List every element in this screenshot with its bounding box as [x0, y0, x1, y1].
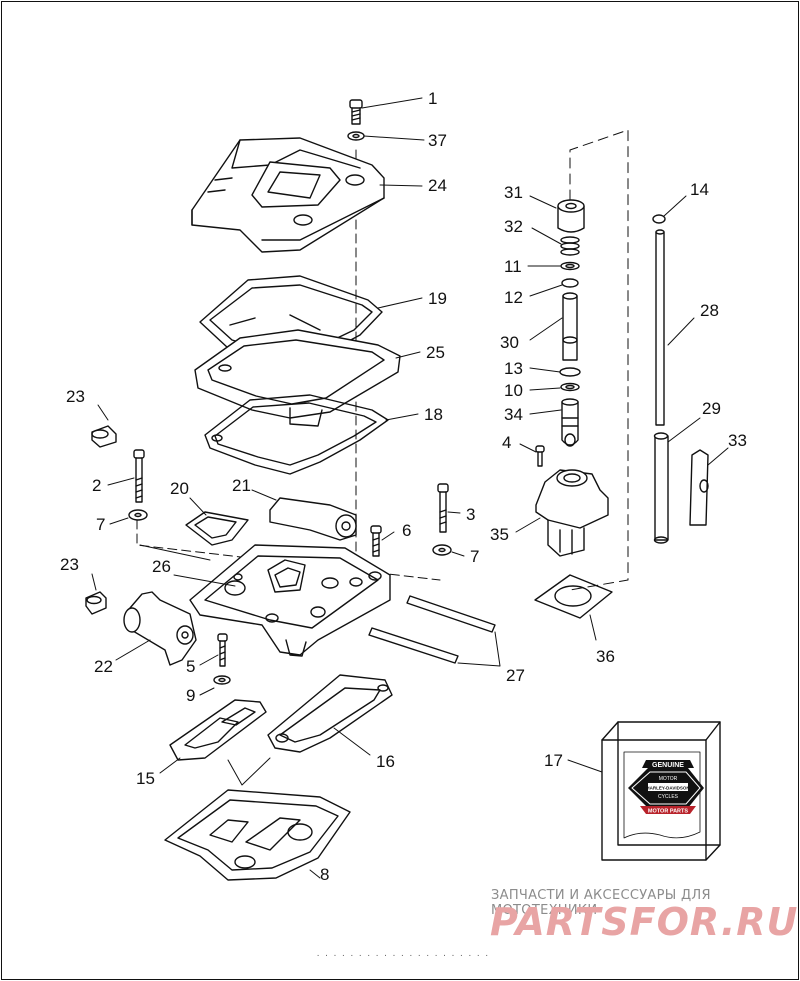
callout-7b: 7 [470, 547, 479, 566]
callout-19: 19 [428, 289, 447, 308]
callout-16: 16 [376, 752, 395, 771]
callout-14: 14 [690, 180, 709, 199]
callout-2: 2 [92, 476, 101, 495]
callout-4: 4 [502, 433, 511, 452]
part-16-gasket [267, 674, 393, 753]
callout-36: 36 [596, 647, 615, 666]
part-7-washer-left [128, 509, 148, 521]
footer-fine-print: · · · · · · · · · · · · · · · · · · · · … [316, 952, 489, 960]
callout-5: 5 [186, 657, 195, 676]
callout-33: 33 [728, 431, 747, 450]
callout-29: 29 [702, 399, 721, 418]
part-10-ring [560, 382, 580, 392]
callout-34: 34 [504, 405, 523, 424]
badge-hd-text: HARLEY-DAVIDSON [646, 786, 689, 791]
leader-lines [91, 97, 729, 879]
part-12-oring [561, 278, 579, 288]
part-31-cap [557, 199, 585, 233]
callout-18: 18 [424, 405, 443, 424]
part-7-washer-right [432, 544, 452, 556]
part-35-lifter-cover [535, 469, 609, 557]
part-23-cap-lower [85, 591, 107, 615]
badge-motor-text: MOTOR [659, 776, 678, 782]
callout-23b: 23 [60, 555, 79, 574]
badge-genuine-text: GENUINE [652, 762, 684, 769]
callout-8: 8 [320, 865, 329, 884]
part-8-gasket [164, 789, 351, 881]
callout-17: 17 [544, 751, 563, 770]
callout-13: 13 [504, 359, 523, 378]
callout-9: 9 [186, 686, 195, 705]
part-1-screw [349, 99, 363, 125]
callout-1: 1 [428, 89, 437, 108]
part-2-bolt [133, 449, 145, 503]
callout-12: 12 [504, 288, 523, 307]
part-36-gasket [534, 574, 613, 619]
part-33-clip [689, 449, 709, 526]
callout-30: 30 [500, 333, 519, 352]
watermark-logo: PARTSFOR.RU [490, 900, 799, 944]
part-28-pushrod [655, 229, 665, 426]
callout-20: 20 [170, 479, 189, 498]
part-6-screw [370, 525, 382, 557]
callout-35: 35 [490, 525, 509, 544]
part-32-spring [560, 236, 580, 256]
callout-6: 6 [402, 521, 411, 540]
callout-21: 21 [232, 476, 251, 495]
part-4-screw [535, 445, 545, 467]
callout-26: 26 [152, 557, 171, 576]
callout-25: 25 [426, 343, 445, 362]
callout-31: 31 [504, 183, 523, 202]
watermark-tagline: ЗАПЧАСТИ И АКСЕССУАРЫ ДЛЯ МОТОТЕХНИКИ [491, 888, 711, 918]
part-3-bolt [437, 483, 449, 533]
callout-10: 10 [504, 381, 523, 400]
part-18-gasket [204, 394, 389, 475]
badge-motor-parts-text: MOTOR PARTS [648, 809, 688, 815]
part-25-base [194, 329, 401, 427]
callout-23: 23 [66, 387, 85, 406]
part-22-rocker-arm [123, 591, 197, 666]
part-29-tube [653, 432, 669, 544]
callout-7: 7 [96, 515, 105, 534]
part-21-rocker-arm [269, 497, 357, 541]
part-11-ring [560, 261, 580, 271]
part-30-tube [562, 292, 578, 361]
part-26-rocker-housing [189, 544, 391, 657]
callout-32: 32 [504, 217, 523, 236]
callout-3: 3 [466, 505, 475, 524]
part-34-lifter [561, 398, 579, 447]
callout-22: 22 [94, 657, 113, 676]
part-20-gasket [185, 511, 249, 546]
part-9-washer [213, 675, 231, 685]
callout-11: 11 [504, 257, 522, 276]
part-5-screw [217, 633, 228, 667]
callout-27: 27 [506, 666, 525, 685]
callout-37: 37 [428, 131, 447, 150]
part-24-rocker-cover [191, 137, 385, 253]
callout-15: 15 [136, 769, 155, 788]
callout-28: 28 [700, 301, 719, 320]
badge-cycles-text: CYCLES [658, 794, 679, 800]
part-23-cap-upper [91, 425, 117, 448]
callout-24: 24 [428, 176, 447, 195]
part-14-clip [652, 214, 666, 224]
part-27-shafts [368, 595, 496, 664]
